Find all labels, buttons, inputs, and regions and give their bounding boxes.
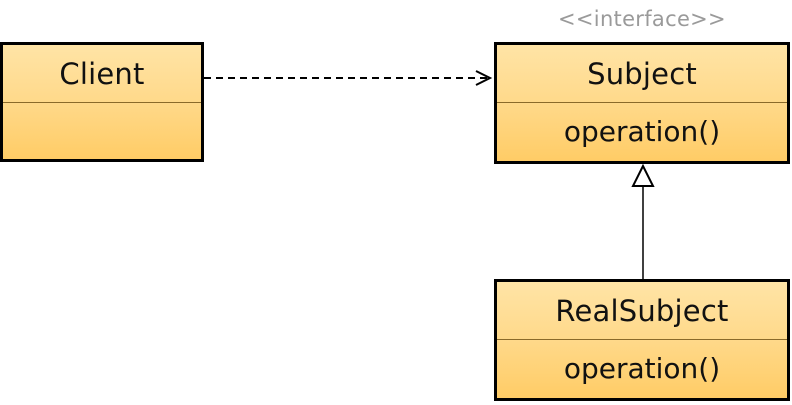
class-subject-operation: operation(): [563, 115, 721, 148]
class-real-subject-name: RealSubject: [497, 282, 787, 340]
class-real-subject-operation: operation(): [563, 352, 721, 385]
class-subject-name: Subject: [497, 45, 787, 103]
class-client-operations: [3, 103, 201, 160]
open-arrowhead-icon: [475, 70, 493, 86]
class-client-name: Client: [3, 45, 201, 103]
class-subject[interactable]: Subject operation(): [494, 42, 790, 164]
hollow-triangle-arrowhead-icon: [631, 163, 655, 187]
class-real-subject[interactable]: RealSubject operation(): [494, 279, 790, 401]
subject-stereotype-label: <<interface>>: [558, 7, 726, 31]
class-client[interactable]: Client: [0, 42, 204, 162]
